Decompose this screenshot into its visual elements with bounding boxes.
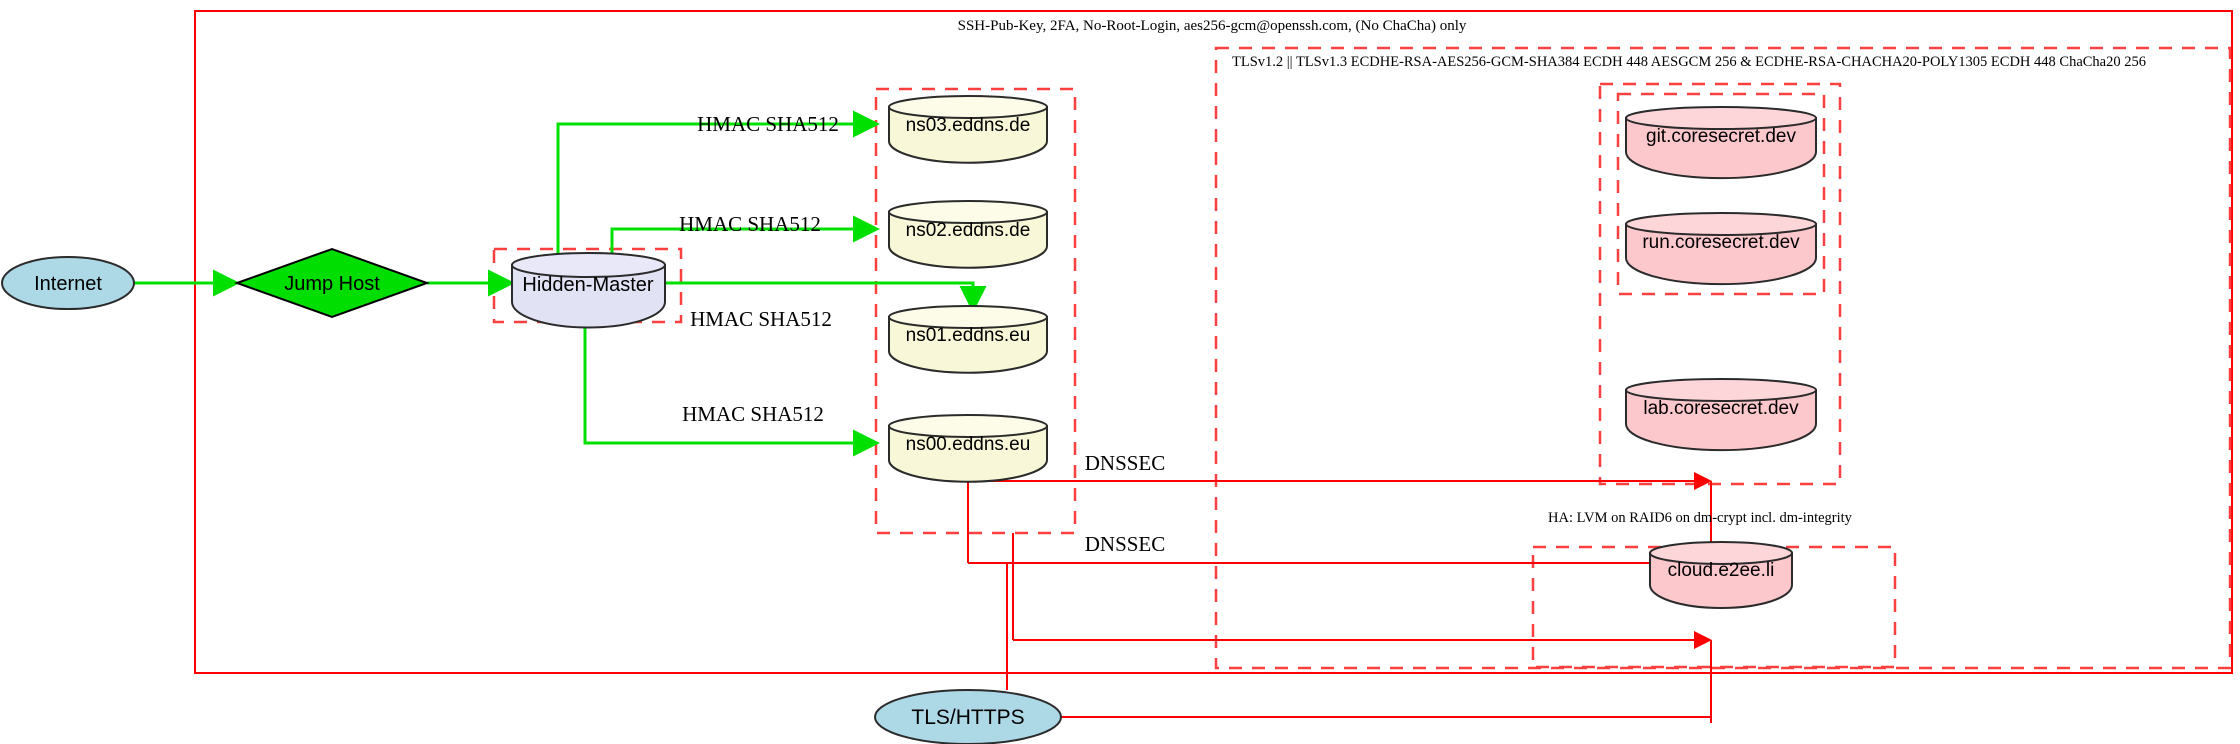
coresecret-inner-zone-boundary [1616, 92, 1826, 296]
dnssec-label-upper: DNSSEC [1085, 451, 1166, 475]
node-internet[interactable]: Internet [1, 256, 135, 310]
node-ns02-label: ns02.eddns.de [906, 220, 1031, 241]
node-internet-label: Internet [34, 273, 102, 295]
dns-zone-boundary [874, 87, 1077, 535]
node-run-coresecret-label: run.coresecret.dev [1642, 232, 1800, 253]
dnssec-label-lower: DNSSEC [1085, 532, 1166, 556]
node-run-coresecret[interactable]: run.coresecret.dev [1625, 212, 1817, 286]
node-ns01[interactable]: ns01.eddns.eu [888, 305, 1048, 374]
node-hidden-master[interactable]: Hidden-Master [511, 252, 666, 329]
hmac-label-ns02: HMAC SHA512 [679, 212, 821, 236]
node-ns01-label: ns01.eddns.eu [906, 325, 1031, 346]
ha-zone-boundary [1531, 545, 1897, 669]
node-ns03-label: ns03.eddns.de [906, 115, 1031, 136]
edge-hiddenmaster-to-ns03 [556, 110, 880, 255]
edge-hiddenmaster-to-ns01 [665, 281, 987, 313]
node-hidden-master-label: Hidden-Master [522, 274, 654, 296]
node-jump-host-label: Jump Host [284, 273, 380, 295]
node-ns00[interactable]: ns00.eddns.eu [888, 414, 1048, 483]
node-git-coresecret-label: git.coresecret.dev [1646, 126, 1796, 147]
coresecret-zone-boundary [1598, 82, 1842, 486]
node-cloud-e2ee-label: cloud.e2ee.li [1668, 560, 1775, 581]
node-git-coresecret[interactable]: git.coresecret.dev [1625, 106, 1817, 180]
node-tls-https-label: TLS/HTTPS [911, 706, 1024, 729]
ssh-policy-label: SSH-Pub-Key, 2FA, No-Root-Login, aes256-… [958, 18, 1467, 34]
edge-hiddenmaster-to-ns00 [583, 313, 880, 457]
node-ns03[interactable]: ns03.eddns.de [888, 95, 1048, 164]
node-lab-coresecret-label: lab.coresecret.dev [1643, 398, 1799, 419]
ssh-zone-boundary [194, 10, 2233, 674]
tls-policy-label: TLSv1.2 || TLSv1.3 ECDHE-RSA-AES256-GCM-… [1232, 54, 2146, 70]
node-cloud-e2ee[interactable]: cloud.e2ee.li [1649, 541, 1793, 609]
ha-policy-label: HA: LVM on RAID6 on dm-crypt incl. dm-in… [1548, 510, 1853, 526]
hmac-label-ns01: HMAC SHA512 [690, 307, 832, 331]
hmac-label-ns00: HMAC SHA512 [682, 402, 824, 426]
edge-hiddenmaster-to-ns02 [610, 215, 880, 255]
node-ns02[interactable]: ns02.eddns.de [888, 200, 1048, 269]
hmac-label-ns03: HMAC SHA512 [697, 112, 839, 136]
node-tls-https[interactable]: TLS/HTTPS [874, 689, 1062, 744]
node-ns00-label: ns00.eddns.eu [906, 434, 1031, 455]
node-lab-coresecret[interactable]: lab.coresecret.dev [1625, 378, 1817, 452]
node-jump-host[interactable]: Jump Host [234, 247, 430, 319]
